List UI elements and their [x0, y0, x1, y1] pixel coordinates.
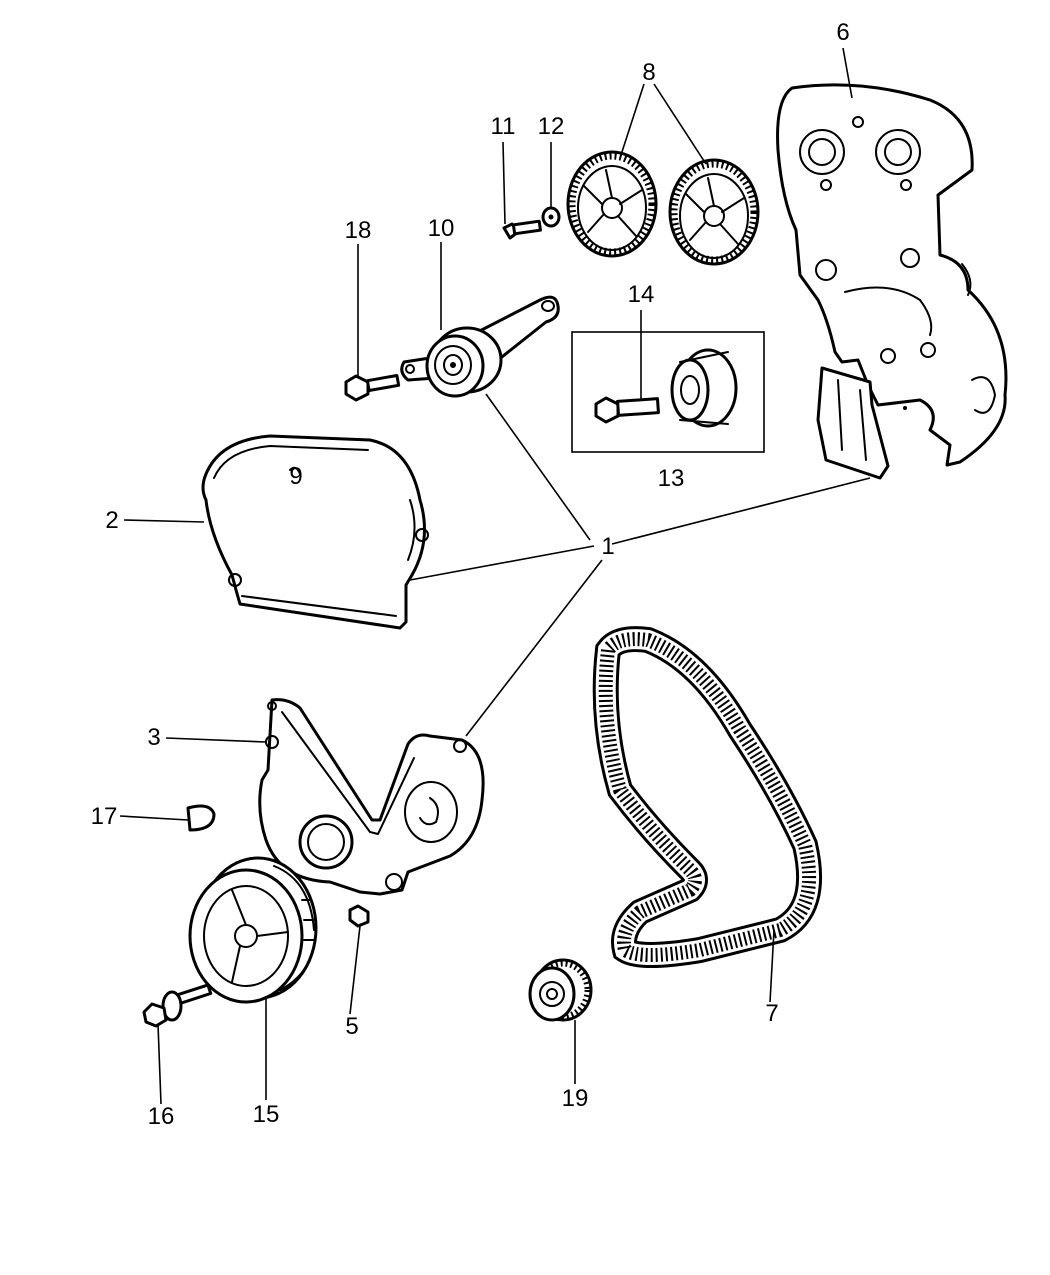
callout-12: 12 — [538, 113, 565, 140]
callout-labels: 1 2 3 5 6 7 8 9 10 11 12 13 14 15 16 17 … — [91, 19, 850, 1130]
callout-9: 9 — [289, 463, 302, 490]
callout-17: 17 — [91, 803, 118, 830]
upper-front-cover — [201, 434, 429, 630]
rear-timing-cover — [776, 83, 1008, 480]
callout-13: 13 — [658, 465, 685, 492]
sprocket-washer — [541, 206, 561, 228]
callout-10: 10 — [428, 215, 455, 242]
callout-7: 7 — [765, 1000, 778, 1027]
callout-1: 1 — [601, 533, 614, 560]
callout-6: 6 — [836, 19, 849, 46]
callout-14: 14 — [628, 281, 655, 308]
timing-belt — [592, 626, 823, 968]
tensioner-assembly — [400, 295, 560, 398]
damper-bolt — [142, 983, 213, 1028]
callout-5: 5 — [345, 1013, 358, 1040]
callout-3: 3 — [147, 724, 160, 751]
tensioner-bolt — [344, 373, 401, 402]
cover-nut — [348, 904, 370, 928]
callout-18: 18 — [345, 217, 372, 244]
sprocket-bolt — [502, 219, 542, 240]
callout-16: 16 — [148, 1103, 175, 1130]
crankshaft-sprocket — [528, 958, 593, 1022]
crankshaft-key — [186, 804, 216, 832]
leader-lines — [119, 47, 871, 1105]
callout-15: 15 — [253, 1101, 280, 1128]
camshaft-sprocket-left — [566, 150, 658, 258]
idler-pulley-kit — [571, 331, 765, 453]
lower-front-cover — [258, 698, 485, 896]
callout-19: 19 — [562, 1085, 589, 1112]
callout-11: 11 — [491, 113, 516, 140]
camshaft-sprocket-right — [668, 158, 760, 266]
crankshaft-damper — [188, 856, 318, 1004]
callout-8: 8 — [642, 59, 655, 86]
callout-2: 2 — [105, 507, 118, 534]
